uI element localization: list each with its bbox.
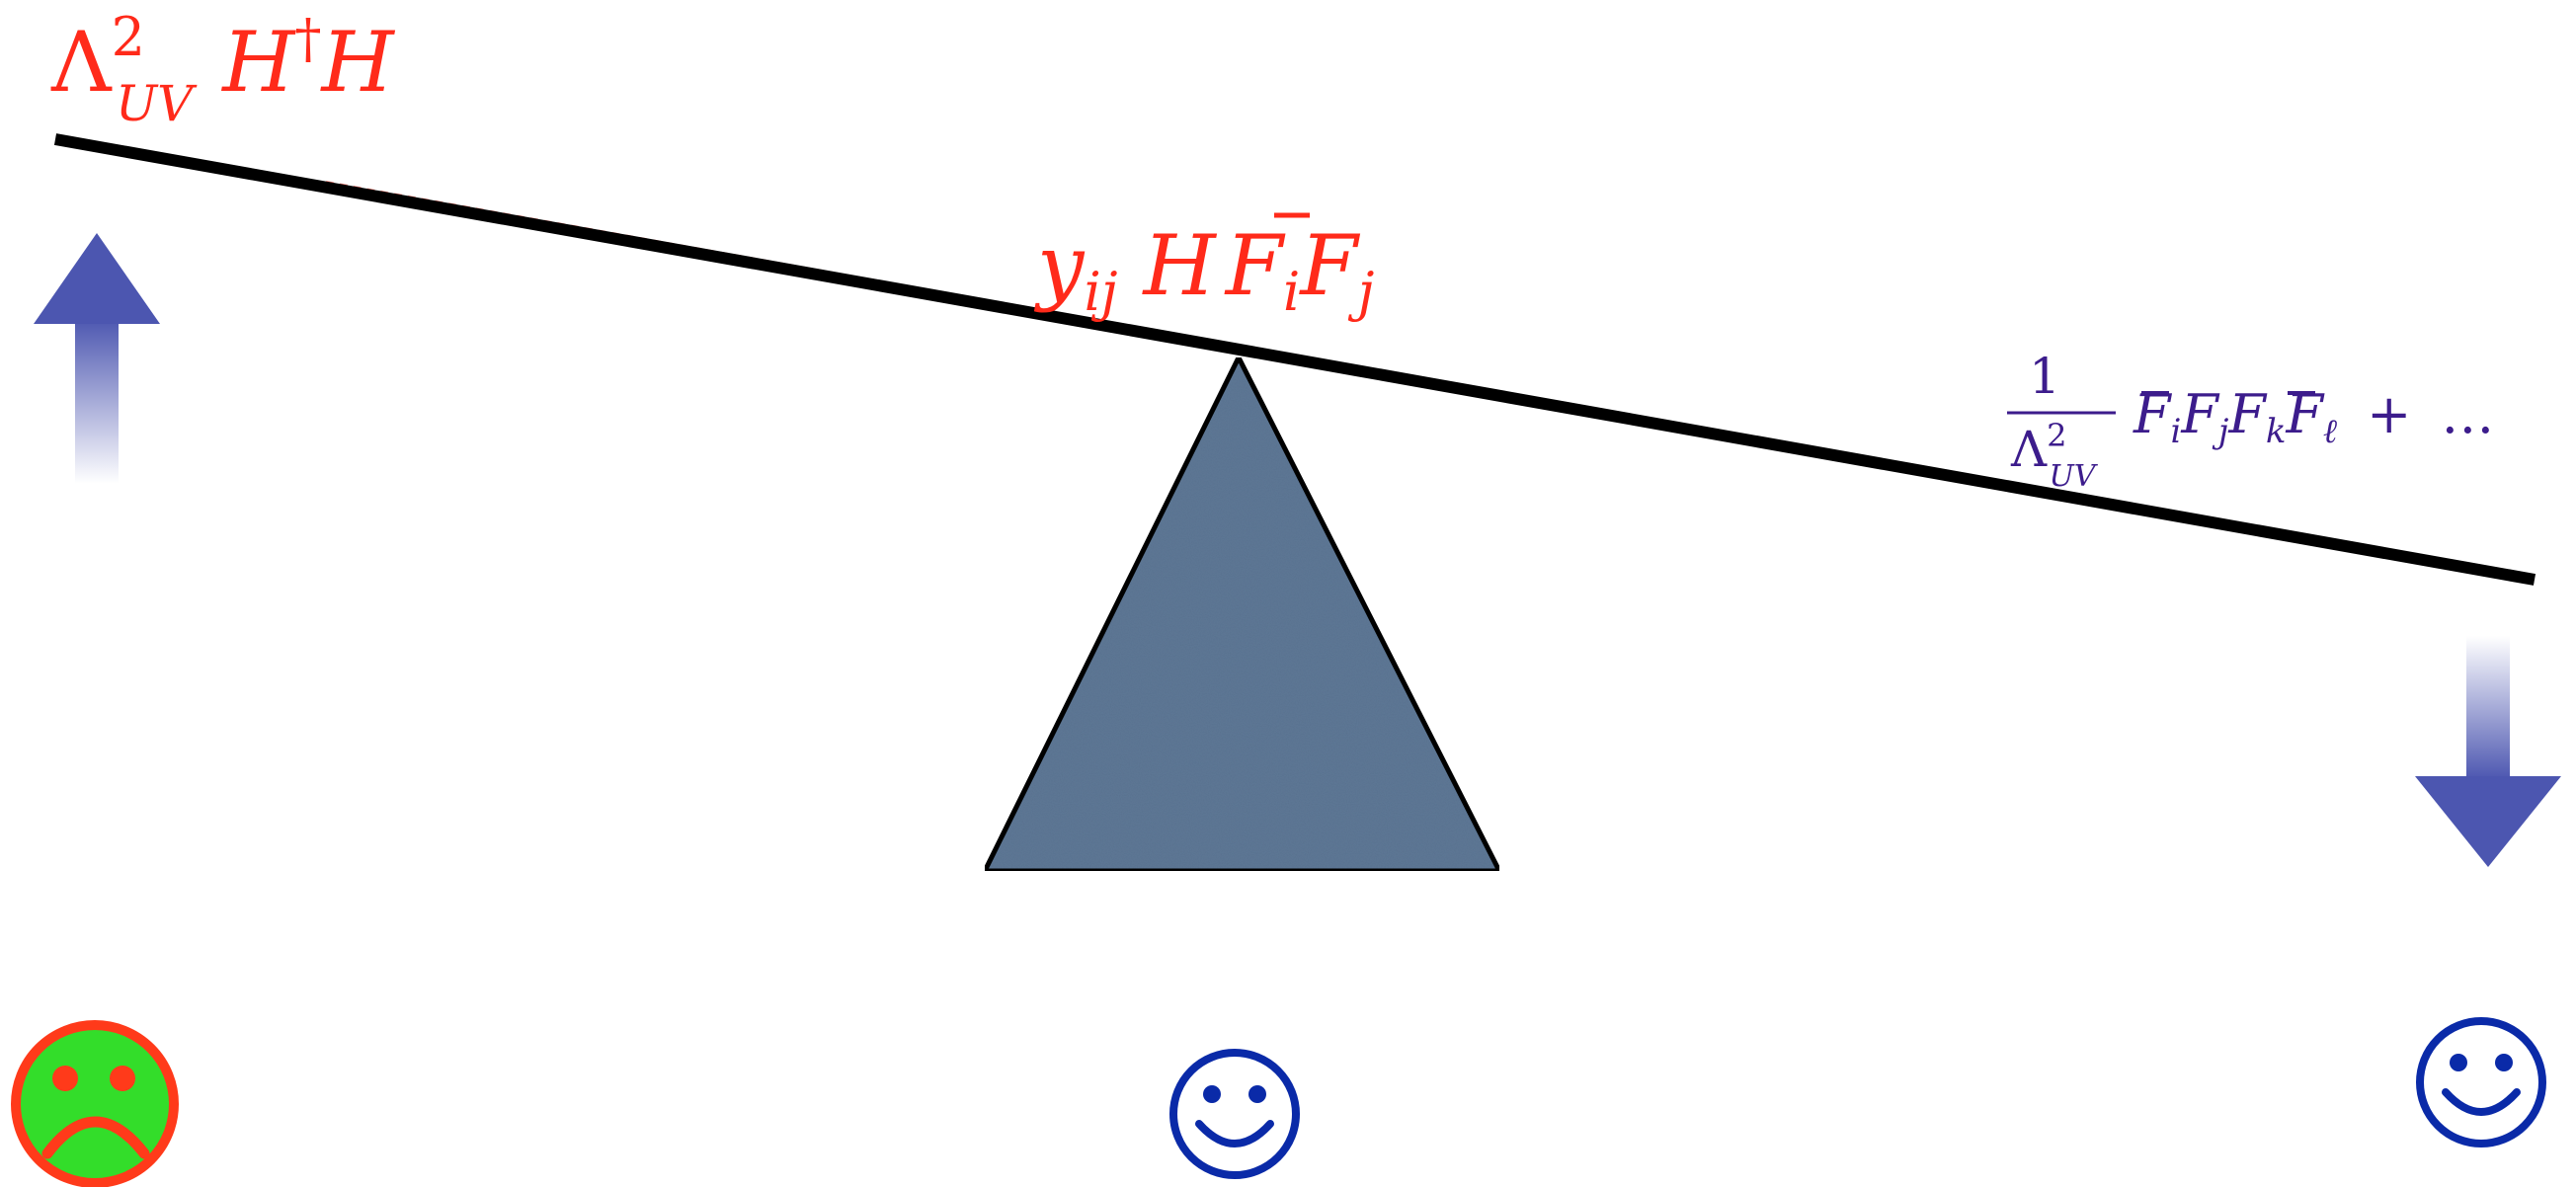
fraction-numerator: 1: [2029, 348, 2060, 405]
up-arrow-icon: [34, 233, 160, 484]
sad-face-icon: [11, 1020, 179, 1187]
seesaw-beam: [53, 133, 2536, 586]
seesaw-fulcrum: [980, 352, 1504, 874]
smiley-face-icon: [2416, 1017, 2546, 1147]
down-arrow-icon: [2415, 636, 2561, 867]
smiley-face-icon: [1169, 1049, 1300, 1179]
